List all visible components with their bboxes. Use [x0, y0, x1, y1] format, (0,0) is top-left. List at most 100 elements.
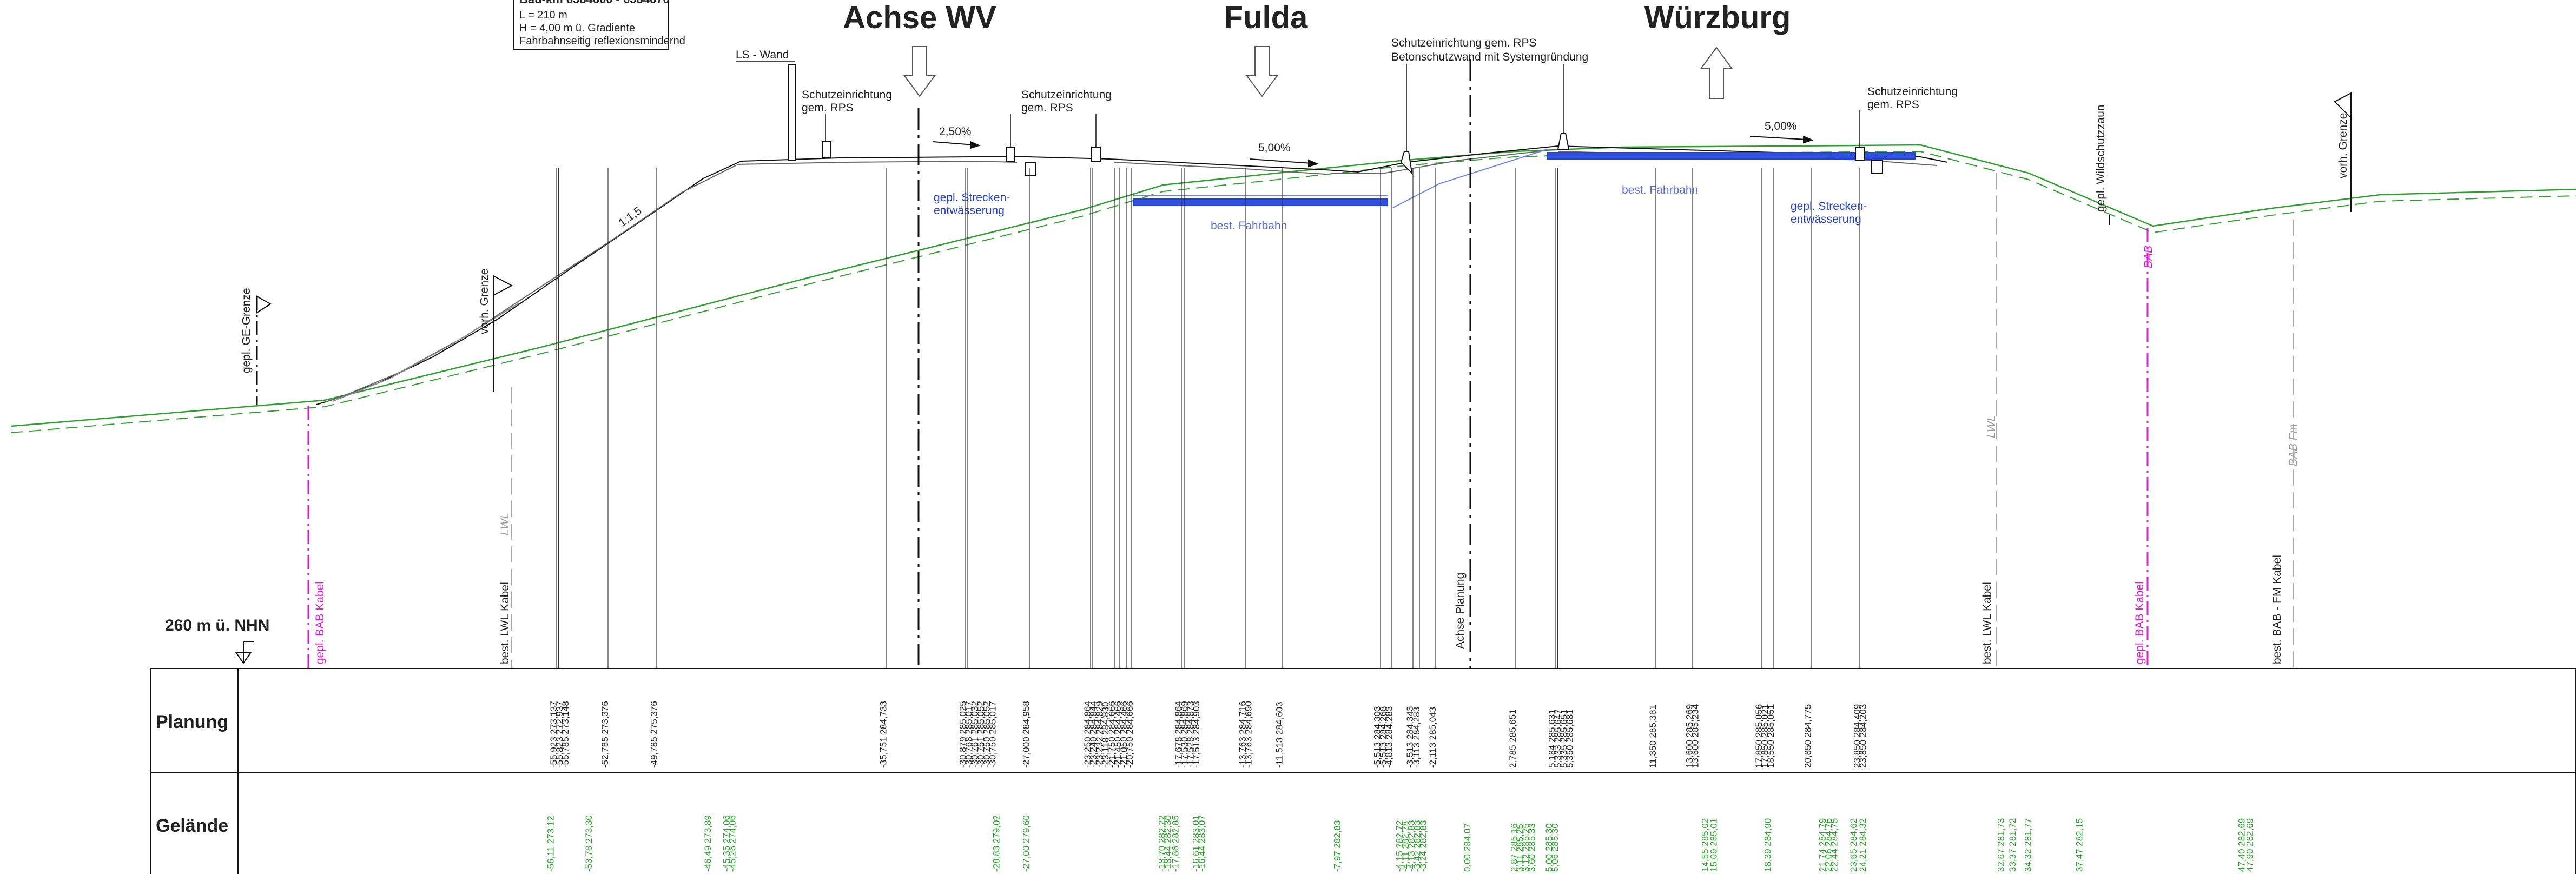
- road-surfaces: [1133, 149, 1916, 208]
- planung-value: -49,785 275,376: [649, 701, 659, 768]
- planung-value: 5,335 285,651: [1559, 709, 1569, 768]
- arrow-up-icon: [1700, 47, 1733, 99]
- gelaende-value: -46,49 273,89: [703, 815, 713, 872]
- concrete-barrier-left: [1400, 151, 1413, 175]
- gelaende-value: -16,61 283,01: [1191, 815, 1201, 872]
- planung-value: -20,750 284,666: [1125, 701, 1135, 768]
- gelaende-value: 5,06 285,30: [1550, 823, 1560, 872]
- arrow-down-icon: [1246, 46, 1278, 97]
- boundary-markers: [235, 92, 2352, 664]
- label-achse-planung: Achse Planung: [1454, 573, 1467, 649]
- planung-value: 2,785 285,651: [1508, 709, 1518, 768]
- planung-value: -23,250 284,864: [1082, 701, 1093, 768]
- gelaende-value: 3,12 285,25: [1521, 823, 1531, 872]
- gelaende-value: -45,26 274,06: [727, 815, 737, 872]
- flag-icon: [493, 275, 513, 296]
- gelaende-value: 3,60 285,33: [1527, 823, 1537, 872]
- gelaende-value: -16,44 283,07: [1197, 815, 1207, 872]
- gelaende-value: 32,67 281,73: [1996, 818, 2006, 872]
- planung-value: -55,923 273,137: [549, 701, 559, 768]
- label-schutz-top-2: Betonschutzwand mit Systemgründung: [1391, 51, 1588, 63]
- barrier-mid-left: [1006, 147, 1015, 162]
- planung-value: -3,113 284,283: [1411, 707, 1422, 768]
- planung-value: 18,550 285,051: [1766, 704, 1776, 768]
- gelaende-value: 24,21 284,32: [1858, 818, 1868, 872]
- gelaende-value: -45,35 274,06: [721, 815, 731, 872]
- gelaende-value: 18,39 284,90: [1762, 818, 1773, 872]
- planung-value: -55,785 273,148: [560, 701, 571, 768]
- grade-arrows: [933, 135, 1814, 168]
- label-schutz-right-2: gem. RPS: [1867, 98, 1919, 111]
- planung-value: -30,879 285,025: [957, 701, 968, 768]
- barriers: [788, 64, 1883, 176]
- label-schutz-left-2: gem. RPS: [802, 102, 854, 114]
- planung-value: 5,184 285,631: [1547, 709, 1557, 768]
- planung-value: 20,850 284,775: [1803, 704, 1813, 768]
- label-nhn: 260 m ü. NHN: [165, 617, 269, 634]
- planung-value: -21,450 284,466: [1113, 701, 1123, 768]
- planung-value: -27,000 284,958: [1021, 701, 1032, 768]
- barrier-left: [822, 141, 831, 158]
- gelaende-value: -53,78 273,30: [584, 815, 594, 872]
- planung-value: -55,823 272,937: [554, 701, 565, 768]
- label-strecken-right-2: entwässerung: [1791, 213, 1861, 226]
- planung-value: -23,232 284,829: [1094, 701, 1105, 768]
- gelaende-value: 21,74 284,79: [1818, 818, 1828, 872]
- planung-value: 17,850 285,056: [1754, 704, 1764, 768]
- planung-value: -21,050 284,466: [1119, 701, 1129, 768]
- label-best-lwl-kabel-right: best. LWL Kabel: [1981, 582, 1993, 664]
- gelaende-value: 2,87 285,16: [1509, 823, 1520, 872]
- label-grade-3: 5,00%: [1765, 120, 1797, 133]
- terrain-lines: [10, 144, 2576, 433]
- label-strecken-right-1: gepl. Strecken-: [1791, 200, 1867, 213]
- planung-value: -4,813 284,283: [1384, 706, 1395, 768]
- label-lwl-right: LWL: [1985, 415, 1998, 438]
- planung-value: -17,530 284,869: [1179, 701, 1190, 768]
- info-box-line4: Fahrbahnseitig reflexionsmindernd: [519, 35, 685, 47]
- label-grade-1: 2,50%: [939, 125, 972, 138]
- gelaende-value: -18,70 282,22: [1157, 815, 1167, 872]
- gelaende-value: 22,44 284,75: [1829, 818, 1840, 872]
- planung-value: 17,850 285,021: [1760, 704, 1770, 768]
- planung-value: 23,850 284,409: [1852, 704, 1862, 768]
- planung-value: -2,113 285,043: [1428, 707, 1438, 768]
- planung-value: 23,850 284,203: [1858, 704, 1868, 768]
- label-best-fahrbahn-2: best. Fahrbahn: [1622, 184, 1698, 196]
- planung-value: -5,513 284,268: [1378, 706, 1389, 768]
- gelaende-value: 22,06 284,76: [1824, 818, 1834, 872]
- gelaende-value: 0,00 284,07: [1462, 823, 1472, 872]
- noise-wall: [788, 64, 796, 161]
- info-box-line2: L = 210 m: [519, 9, 567, 21]
- label-schutz-left-1: Schutzeinrichtung: [802, 89, 892, 101]
- planung-value: -13,763 284,716: [1237, 701, 1247, 768]
- planung-value: -23,240 284,844: [1088, 701, 1099, 768]
- label-best-bab-fm-kabel: best. BAB - FM Kabel: [2271, 555, 2283, 664]
- utility-lines: [307, 59, 2294, 668]
- gelaende-value: 47,40 282,69: [2236, 818, 2247, 872]
- gelaende-value: -4,13 282,83: [1406, 820, 1417, 872]
- label-vorh-grenze-right: vorh. Grenze: [2337, 113, 2349, 178]
- planung-value: 13,600 285,269: [1685, 704, 1695, 768]
- gelaende-value: 47,90 282,69: [2245, 818, 2255, 872]
- gelaende-value: -17,86 282,85: [1171, 815, 1181, 872]
- concrete-barrier-right: [1557, 133, 1570, 150]
- planung-value: -3,513 284,343: [1405, 706, 1415, 768]
- drain-left: [1025, 162, 1036, 176]
- planung-values: -55,923 273,137-55,823 272,937-55,785 27…: [549, 701, 1868, 768]
- label-strecken-left-2: entwässerung: [934, 204, 1005, 217]
- gelaende-value: 3,11 285,25: [1515, 824, 1525, 872]
- label-ls-wand: LS - Wand: [736, 49, 789, 61]
- barrier-mid-right: [1091, 147, 1101, 162]
- gelaende-value: -27,00 279,60: [1021, 815, 1032, 872]
- planung-value: -30,750 285,017: [987, 701, 998, 768]
- annotations: LS - Wand Schutzeinrichtung gem. RPS Sch…: [165, 37, 2349, 664]
- drain-right: [1871, 160, 1883, 174]
- heading-achse-wv: Achse WV: [843, 0, 996, 35]
- label-grade-2: 5,00%: [1258, 142, 1291, 154]
- gelaende-value: 15,09 285,01: [1709, 818, 1719, 872]
- info-box: Bau-km 6584600 - 6584670 L = 210 m H = 4…: [513, 0, 685, 50]
- label-slope: 1:1,5: [616, 204, 644, 229]
- label-gepl-bab-kabel-left: gepl. BAB Kabel: [314, 581, 326, 664]
- planung-value: -17,513 284,903: [1191, 701, 1201, 768]
